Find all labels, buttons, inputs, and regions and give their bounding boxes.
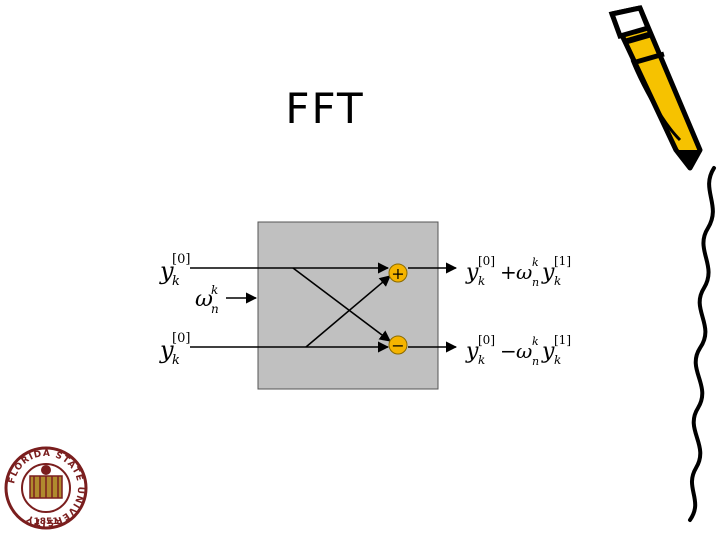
out-top-t3-sup: [1] <box>554 254 571 268</box>
pencil-icon <box>608 5 703 171</box>
input-bottom-sup: [0] <box>172 331 190 346</box>
out-top-operator: + <box>500 260 517 284</box>
out-bottom-t1-base: y <box>465 339 479 364</box>
out-top-t1-base: y <box>465 260 479 285</box>
out-top-t2-base: ω <box>516 260 532 284</box>
input-bottom-base: y <box>159 336 174 364</box>
minus-node <box>388 335 408 355</box>
input-top-sup: [0] <box>172 252 190 267</box>
out-top-t1-sub: k <box>478 274 485 288</box>
wavy-line-icon <box>688 166 716 522</box>
input-top-base: y <box>159 257 174 285</box>
out-bottom-t2-sub: n <box>532 355 539 368</box>
cross-line-up <box>305 275 391 348</box>
input-label-top: y [0] k <box>159 252 190 289</box>
output-label-top: y [0] k + ω k n y [1] k <box>465 254 571 289</box>
out-bottom-t2-sup: k <box>532 335 539 348</box>
plus-symbol: + <box>391 264 404 283</box>
twiddle-sup: k <box>211 283 218 297</box>
output-label-bottom: y [0] k − ω k n y [1] k <box>465 333 571 368</box>
slide-title: FFT <box>285 84 365 133</box>
out-bottom-t2-base: ω <box>516 339 532 363</box>
twiddle-sub: n <box>211 302 219 316</box>
plus-node <box>388 263 408 283</box>
minus-symbol: − <box>391 336 404 355</box>
out-bottom-t1-sup: [0] <box>478 333 495 347</box>
out-top-t3-sub: k <box>554 274 561 288</box>
input-top-sub: k <box>172 274 180 289</box>
out-top-t2-sup: k <box>532 256 539 269</box>
butterfly-box <box>257 221 439 390</box>
university-seal-logo: FLORIDA STATE UNIVERSITY 1851 <box>4 446 88 530</box>
out-bottom-t3-sup: [1] <box>554 333 571 347</box>
out-bottom-t3-sub: k <box>554 353 561 367</box>
out-bottom-t3-base: y <box>541 339 555 364</box>
twiddle-label: ω k n <box>195 283 219 316</box>
out-top-t1-sup: [0] <box>478 254 495 268</box>
out-top-t3-base: y <box>541 260 555 285</box>
out-bottom-t1-sub: k <box>478 353 485 367</box>
input-label-bottom: y [0] k <box>159 331 190 368</box>
cross-line-down <box>292 267 391 342</box>
out-bottom-operator: − <box>500 339 517 363</box>
seal-year: 1851 <box>33 517 58 527</box>
input-bottom-sub: k <box>172 353 180 368</box>
out-top-t2-sub: n <box>532 276 539 289</box>
twiddle-base: ω <box>195 287 213 312</box>
